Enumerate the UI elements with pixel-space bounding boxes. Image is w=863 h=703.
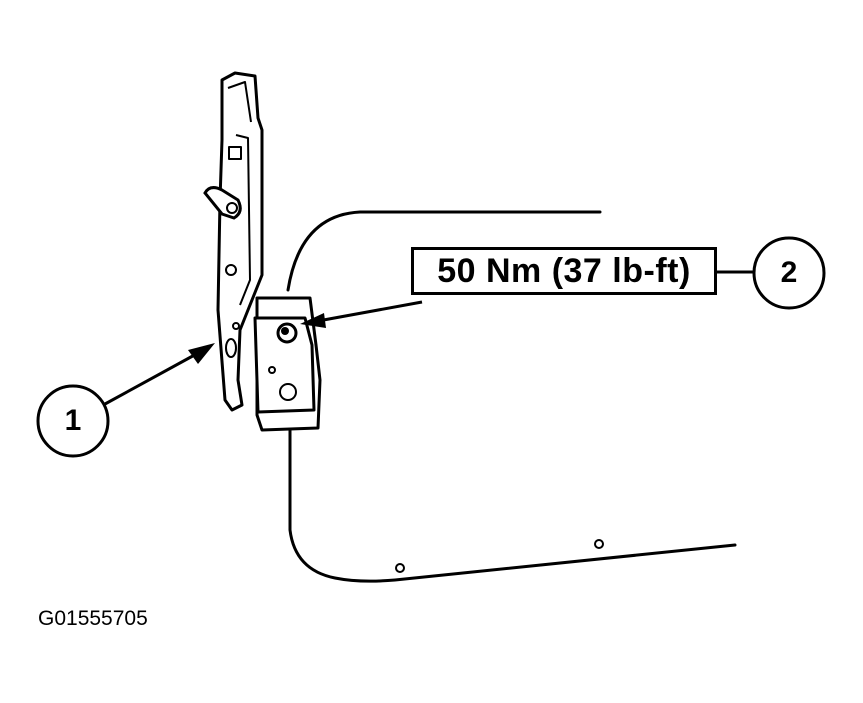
arrowhead-1 [188,343,215,364]
callout-circle-1 [36,384,110,458]
callout-2-number: 2 [780,256,798,289]
door-panel-holes [395,539,604,573]
callout-1-number: 1 [64,404,82,437]
check-pin [203,186,242,220]
hinge-arm [216,71,264,412]
arrowheads [188,313,326,364]
leader-line-2 [317,300,423,323]
door-panel-outline [286,210,737,583]
callout-circles [36,236,826,458]
callout-circle-2 [752,236,826,310]
hinge-bracket [253,296,322,432]
leader-lines [104,270,758,406]
torque-spec-label: 50 Nm (37 lb-ft) [411,247,717,295]
leader-line-1 [104,350,201,406]
figure-id: G01555705 [38,607,148,630]
arrowhead-2 [300,313,326,328]
